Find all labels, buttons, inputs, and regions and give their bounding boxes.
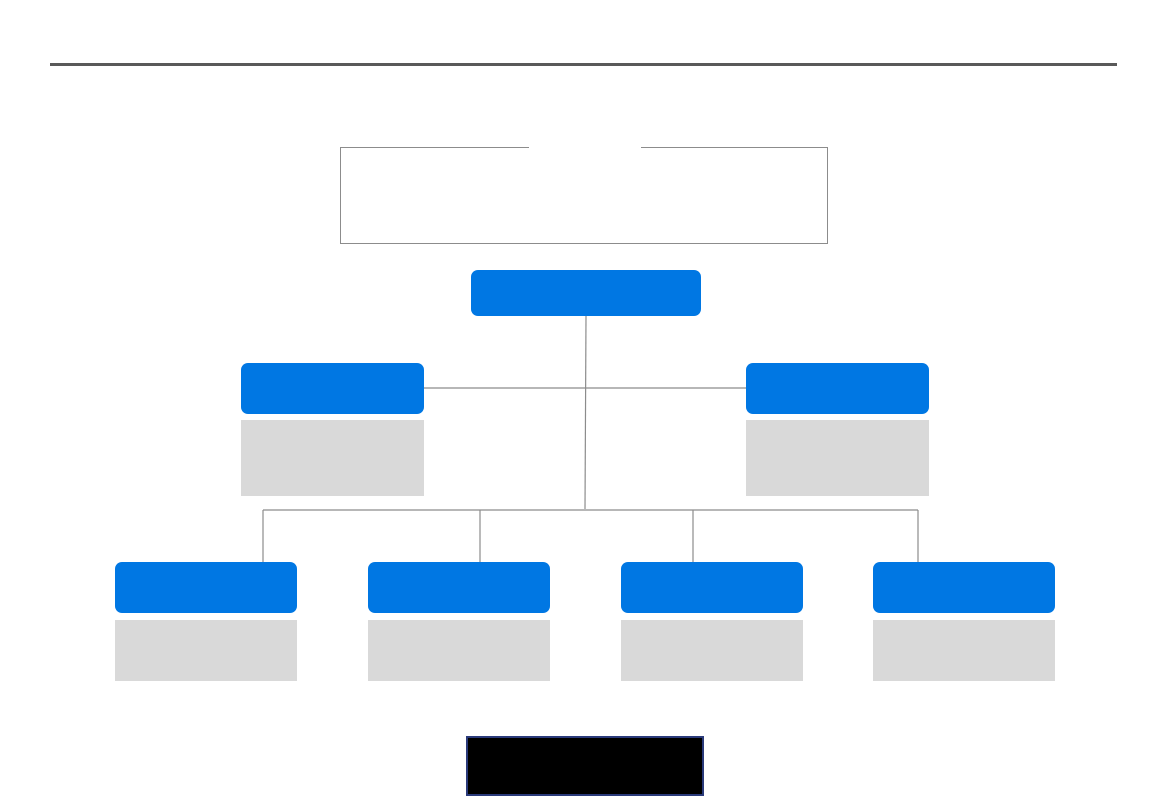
header-rule xyxy=(50,63,1117,66)
level2-node-1 xyxy=(115,562,297,613)
level2-node-3 xyxy=(621,562,803,613)
level2-description-3 xyxy=(621,620,803,681)
level2-description-1 xyxy=(115,620,297,681)
level2-node-4 xyxy=(873,562,1055,613)
level2-node-2 xyxy=(368,562,550,613)
title-frame-gap xyxy=(529,146,641,150)
level1-description-left xyxy=(241,420,424,496)
level2-description-2 xyxy=(368,620,550,681)
level1-description-right xyxy=(746,420,929,496)
root-node xyxy=(471,270,701,316)
level2-description-4 xyxy=(873,620,1055,681)
level1-node-left xyxy=(241,363,424,414)
level1-node-right xyxy=(746,363,929,414)
title-frame xyxy=(340,146,828,244)
connector-root-trunk xyxy=(584,315,587,510)
footer-box xyxy=(466,736,704,796)
